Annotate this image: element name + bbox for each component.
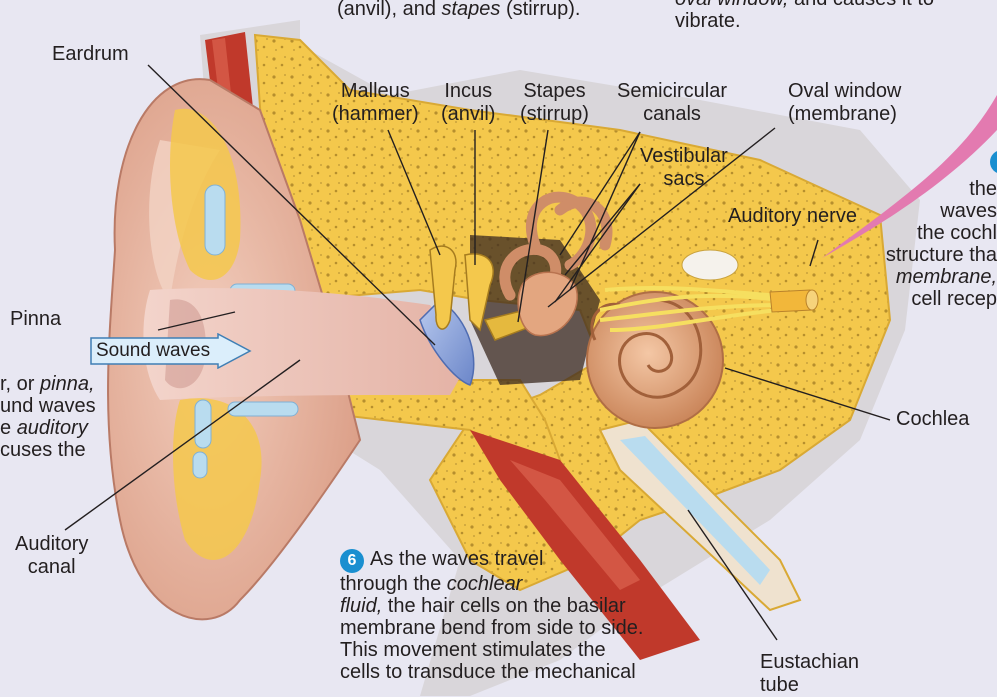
- label-incus: Incus(anvil): [441, 80, 495, 126]
- label-oval-window: Oval window(membrane): [788, 80, 901, 126]
- left-paragraph-fragment: r, or pinna, und waves e auditory cuses …: [0, 373, 96, 461]
- label-cochlea: Cochlea: [896, 408, 969, 431]
- label-eardrum: Eardrum: [52, 43, 129, 66]
- top-left-text-fragment: (anvil), and stapes (stirrup).: [337, 0, 580, 20]
- top-right-text-fragment: oval window, and causes it to vibrate.: [675, 0, 934, 32]
- step6-badge: 6: [340, 549, 364, 573]
- right-paragraph-fragment: the waves the cochl structure tha membra…: [886, 178, 997, 310]
- label-stapes: Stapes(stirrup): [520, 80, 589, 126]
- label-malleus: Malleus(hammer): [332, 80, 419, 126]
- label-pinna: Pinna: [10, 308, 61, 331]
- label-auditory-nerve: Auditory nerve: [728, 205, 857, 228]
- label-sound-waves: Sound waves: [96, 340, 210, 362]
